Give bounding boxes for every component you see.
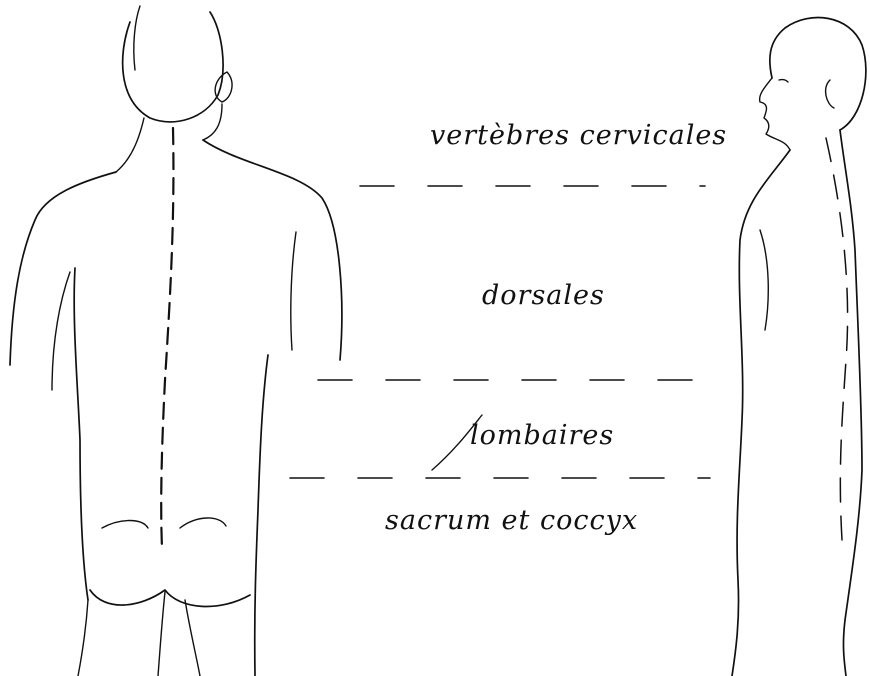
side-view-figure — [732, 18, 866, 676]
back-right-arm-inner — [291, 232, 296, 350]
back-neck-left — [116, 118, 144, 172]
back-view-figure — [10, 6, 342, 676]
back-ear — [215, 72, 232, 102]
back-hair-stroke — [134, 6, 140, 70]
back-right-shoulder — [203, 140, 342, 360]
side-eye — [779, 80, 788, 82]
back-left-shoulder — [10, 172, 116, 365]
back-torso-right — [255, 355, 268, 676]
back-leg-right — [185, 600, 200, 676]
back-gluteal-crease-right — [180, 518, 226, 528]
back-spine-line — [161, 128, 173, 548]
label-dorsal: dorsales — [482, 280, 605, 311]
back-torso-left — [74, 268, 88, 600]
label-cervical: vertèbres cervicales — [430, 120, 727, 151]
back-gluteal-crease-left — [102, 521, 148, 529]
back-leg-between — [158, 592, 165, 676]
side-face-profile — [760, 78, 790, 150]
side-ear — [826, 80, 834, 108]
label-sacral: sacrum et coccyx — [385, 505, 638, 536]
back-leg-left — [78, 600, 88, 676]
label-lumbar: lombaires — [470, 420, 614, 451]
back-left-arm-inner — [52, 272, 70, 390]
side-front-line — [732, 150, 790, 676]
back-buttocks — [90, 590, 250, 606]
side-spine-line — [826, 138, 848, 540]
side-head — [770, 18, 866, 130]
back-head — [123, 12, 223, 122]
side-arm-hint — [760, 230, 768, 330]
